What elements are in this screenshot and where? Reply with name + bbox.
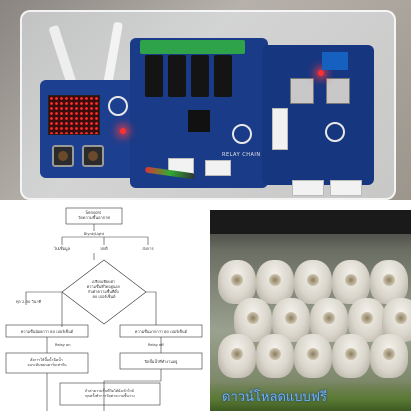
loop-line xyxy=(25,291,62,305)
right-branch-line xyxy=(146,291,157,325)
white-connector-right xyxy=(272,108,288,150)
electronics-photo: RELAY CHAIN xyxy=(0,0,411,200)
board-logo-icon xyxy=(108,96,128,116)
usb-port-1 xyxy=(290,78,314,104)
flowchart-diagram: Sensors วัดความชื้นอากาศ Blynk/Light ไปเ… xyxy=(0,205,205,411)
relay-3 xyxy=(191,55,209,97)
mushroom-bags-photo: ดาวน์โหลดแบบฟรี xyxy=(210,210,411,411)
usb-port-2 xyxy=(326,78,350,104)
mushroom-bag xyxy=(332,260,370,304)
power-board-logo-icon xyxy=(325,122,345,142)
mushroom-bag xyxy=(218,334,256,378)
mushroom-bag xyxy=(370,334,408,378)
mushroom-bag xyxy=(218,260,256,304)
bottom-connector-right xyxy=(292,180,324,196)
mushroom-bag xyxy=(332,334,370,378)
start-text: Sensors วัดความชื้นอากาศ xyxy=(78,210,110,220)
right-condition: ความชื้นมากกว่า 80 เปอร์เซ็นต์ xyxy=(135,328,188,334)
right-down-line xyxy=(103,369,162,411)
watermark-text: ดาวน์โหลดแบบฟรี xyxy=(222,390,327,405)
right-action: ปิดปั๊มน้ำที่ทำงานอยู่ xyxy=(144,358,178,364)
bottom-box xyxy=(59,382,161,406)
relay-off-label: Relay off xyxy=(148,343,164,347)
mushroom-bag xyxy=(256,334,294,378)
push-button-b xyxy=(82,145,104,167)
timer-label: ทุก 2.30 วินาที xyxy=(16,299,42,305)
moss-bed xyxy=(210,381,411,411)
push-button-a xyxy=(52,145,74,167)
relay-board-logo-icon xyxy=(232,124,252,144)
bottom-note-text: ถ้าค่าความชื้นที่วัดได้ยังเข้าใกล้ ทุกคร… xyxy=(85,388,135,399)
decision-text: เปรียบเทียบค่า ความชื้นที่วัดอยู่นอก กับ… xyxy=(87,279,121,299)
left-condition: ความชื้นน้อยกว่า 80 เปอร์เซ็นต์ xyxy=(21,328,74,334)
mushroom-bag xyxy=(370,260,408,304)
tank-lid xyxy=(210,210,411,234)
start-line-2: วัดความชื้นอากาศ xyxy=(78,213,110,220)
decision-diamond xyxy=(61,259,147,325)
relay-on-label: Relay on xyxy=(55,343,71,347)
option-2: ส่งการ xyxy=(142,246,154,251)
small-module xyxy=(322,52,348,70)
mushroom-bag xyxy=(294,334,332,378)
left-action-text: สั่งการให้ปั๊มน้ำฉีดน้ำ จนระดับชมนคาร์บเ… xyxy=(27,356,67,367)
relay-chain-label: RELAY CHAIN xyxy=(222,152,261,158)
bottom-connector-right-2 xyxy=(330,180,362,196)
power-led xyxy=(318,70,324,76)
relay-2 xyxy=(168,55,186,97)
status-led xyxy=(120,128,126,134)
relay-1 xyxy=(145,55,163,97)
controller-chip xyxy=(188,110,210,132)
connector-2 xyxy=(205,160,231,176)
mushroom-bag xyxy=(294,260,332,304)
option-0: ไปเชื่อมูล xyxy=(53,246,71,252)
branch-label: Blynk/Light xyxy=(84,232,105,236)
screw-terminal-block xyxy=(140,40,245,54)
start-line-1: Sensors xyxy=(85,210,101,215)
relay-4 xyxy=(214,55,232,97)
flowchart-svg: Sensors วัดความชื้นอากาศ Blynk/Light ไปเ… xyxy=(5,207,203,411)
mushroom-bag xyxy=(256,260,294,304)
led-matrix xyxy=(48,95,100,135)
option-1: ปกติ xyxy=(100,246,108,251)
